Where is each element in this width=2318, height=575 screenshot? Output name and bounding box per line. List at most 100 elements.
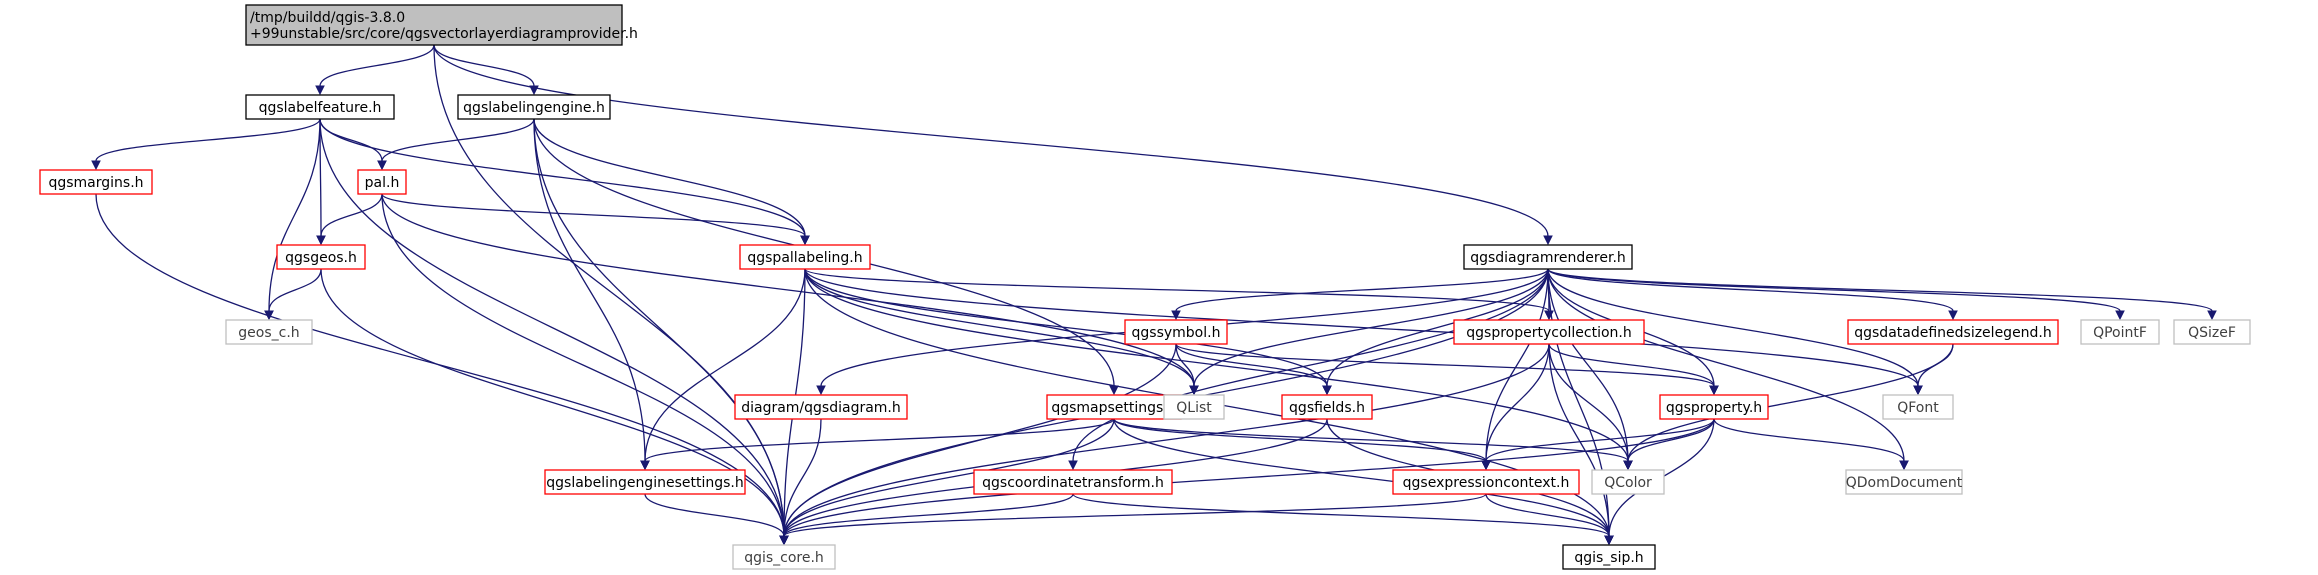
- node-box: [1124, 319, 1228, 345]
- node-label: QList: [1176, 400, 1212, 416]
- edge-qgslabelfeature-to-geos_c: [264, 118, 321, 321]
- node-label: qgspropertycollection.h: [1466, 325, 1632, 341]
- node-QColor: QColor: [1591, 469, 1665, 495]
- node-label: qgsmargins.h: [48, 175, 143, 191]
- node-box: [1845, 469, 1963, 495]
- node-label: qgis_sip.h: [1574, 550, 1643, 566]
- arrowhead: [800, 235, 810, 246]
- node-label: diagram/qgsdiagram.h: [741, 400, 901, 416]
- node-qgspallabeling[interactable]: qgspallabeling.h: [739, 244, 871, 270]
- node-box: [225, 319, 313, 345]
- arrowhead: [1623, 460, 1633, 471]
- node-label: qgsgeos.h: [285, 250, 357, 266]
- node-label: QFont: [1897, 400, 1939, 416]
- node-label: QDomDocument: [1846, 475, 1963, 491]
- edge-qgsdiagramrenderer-to-qgsdatadefinedsizelegend: [1547, 268, 1958, 321]
- arrowhead: [2115, 310, 2125, 321]
- arrowhead: [1543, 235, 1553, 246]
- node-label: pal.h: [365, 175, 400, 191]
- arrowhead: [1171, 310, 1181, 321]
- edge-qgssymbol-to-qgsfields: [1175, 343, 1332, 396]
- edge-qgsproperty-to-QColor: [1623, 418, 1715, 471]
- node-box: [1463, 244, 1633, 270]
- arrowhead: [1189, 385, 1199, 396]
- edge-qgsmapsettings-to-qgsexpressioncontext: [1113, 418, 1491, 471]
- node-box: [2080, 319, 2160, 345]
- node-qgsgeos[interactable]: qgsgeos.h: [276, 244, 366, 270]
- node-box: [276, 244, 366, 270]
- edge-qgspropertycollection-to-qgsexpressioncontext: [1481, 343, 1550, 471]
- arrowhead: [1913, 385, 1923, 396]
- edge-root-to-qgslabelingengine: [433, 44, 539, 96]
- node-box: [245, 4, 623, 46]
- node-label: qgslabelingenginesettings.h: [546, 475, 743, 491]
- edge-qgsgeos-to-geos_c: [264, 268, 322, 321]
- node-qgsmapsettings[interactable]: qgsmapsettings.h: [1046, 394, 1182, 420]
- node-box: [39, 169, 153, 195]
- arrowhead: [1109, 385, 1119, 396]
- node-label: QColor: [1604, 475, 1652, 491]
- arrowhead: [1604, 535, 1614, 546]
- node-qgsmargins[interactable]: qgsmargins.h: [39, 169, 153, 195]
- node-label: qgslabelfeature.h: [259, 100, 382, 116]
- edge-qgsdiagramrenderer-to-qgis_sip: [1547, 268, 1614, 546]
- edge-qgslabelingenginesettings-to-qgis_core: [644, 493, 789, 546]
- node-qgslabelingengine[interactable]: qgslabelingengine.h: [457, 94, 611, 120]
- edge-qgsgeos-to-qgis_core: [320, 268, 789, 546]
- node-label: qgspallabeling.h: [747, 250, 862, 266]
- node-box: [357, 169, 407, 195]
- node-box: [245, 94, 395, 120]
- edge-qgsdiagramrenderer-to-qgscoordinatetransform: [1068, 268, 1549, 471]
- arrowhead: [2207, 310, 2217, 321]
- edge-qgsproperty-to-QDomDocument: [1713, 418, 1909, 471]
- arrowhead: [377, 160, 387, 171]
- edge-root-to-qgsdiagramrenderer: [433, 44, 1553, 246]
- node-box: [973, 469, 1173, 495]
- node-qgscoordinatetransform[interactable]: qgscoordinatetransform.h: [973, 469, 1173, 495]
- node-qgsexpressioncontext[interactable]: qgsexpressioncontext.h: [1392, 469, 1580, 495]
- node-qgsdiagramrenderer[interactable]: qgsdiagramrenderer.h: [1463, 244, 1633, 270]
- node-root[interactable]: /tmp/buildd/qgis-3.8.0+99unstable/src/co…: [245, 4, 638, 46]
- arrowhead: [315, 85, 325, 96]
- node-qgis_core: qgis_core.h: [732, 544, 836, 570]
- edge-qgslabelfeature-to-pal: [319, 118, 387, 171]
- nodes-layer: /tmp/buildd/qgis-3.8.0+99unstable/src/co…: [39, 4, 2251, 570]
- node-label: qgsfields.h: [1289, 400, 1365, 416]
- edge-qgssymbol-to-qgsproperty: [1175, 343, 1719, 396]
- node-label: QPointF: [2093, 325, 2147, 341]
- node-qgslabelingenginesettings[interactable]: qgslabelingenginesettings.h: [544, 469, 746, 495]
- node-diagram[interactable]: diagram/qgsdiagram.h: [734, 394, 908, 420]
- node-box: [1281, 394, 1373, 420]
- node-box: [1847, 319, 2059, 345]
- node-box: [1562, 544, 1656, 570]
- node-label: qgsdatadefinedsizelegend.h: [1854, 325, 2052, 341]
- node-label: /tmp/buildd/qgis-3.8.0: [250, 10, 405, 26]
- arrowhead: [816, 385, 826, 396]
- node-QDomDocument: QDomDocument: [1845, 469, 1963, 495]
- node-box: [1591, 469, 1665, 495]
- edge-qgspropertycollection-to-qgsproperty: [1548, 343, 1719, 396]
- arrowhead: [640, 460, 650, 471]
- node-qgslabelfeature[interactable]: qgslabelfeature.h: [245, 94, 395, 120]
- edge-qgsmapsettings-to-qgslabelingenginesettings: [640, 418, 1115, 471]
- edge-qgslabelingengine-to-qgslabelingenginesettings: [533, 118, 650, 471]
- node-label: qgsproperty.h: [1666, 400, 1762, 416]
- node-qgsfields[interactable]: qgsfields.h: [1281, 394, 1373, 420]
- node-qgssymbol[interactable]: qgssymbol.h: [1124, 319, 1228, 345]
- node-QFont: QFont: [1882, 394, 1954, 420]
- edge-qgsdiagramrenderer-to-qgssymbol: [1171, 268, 1549, 321]
- node-label: qgssymbol.h: [1132, 325, 1221, 341]
- node-label: QSizeF: [2188, 325, 2236, 341]
- edge-pal-to-QList: [381, 193, 1199, 396]
- node-pal[interactable]: pal.h: [357, 169, 407, 195]
- edge-qgslabelingengine-to-qgspallabeling: [533, 118, 810, 246]
- node-qgsdatadefinedsizelegend[interactable]: qgsdatadefinedsizelegend.h: [1847, 319, 2059, 345]
- node-box: [732, 544, 836, 570]
- node-label: qgis_core.h: [744, 550, 824, 566]
- node-qgis_sip[interactable]: qgis_sip.h: [1562, 544, 1656, 570]
- edges-layer: [91, 44, 2217, 546]
- edge-root-to-qgslabelfeature: [315, 44, 435, 96]
- node-qgspropertycollection[interactable]: qgspropertycollection.h: [1453, 319, 1645, 345]
- node-qgsproperty[interactable]: qgsproperty.h: [1659, 394, 1769, 420]
